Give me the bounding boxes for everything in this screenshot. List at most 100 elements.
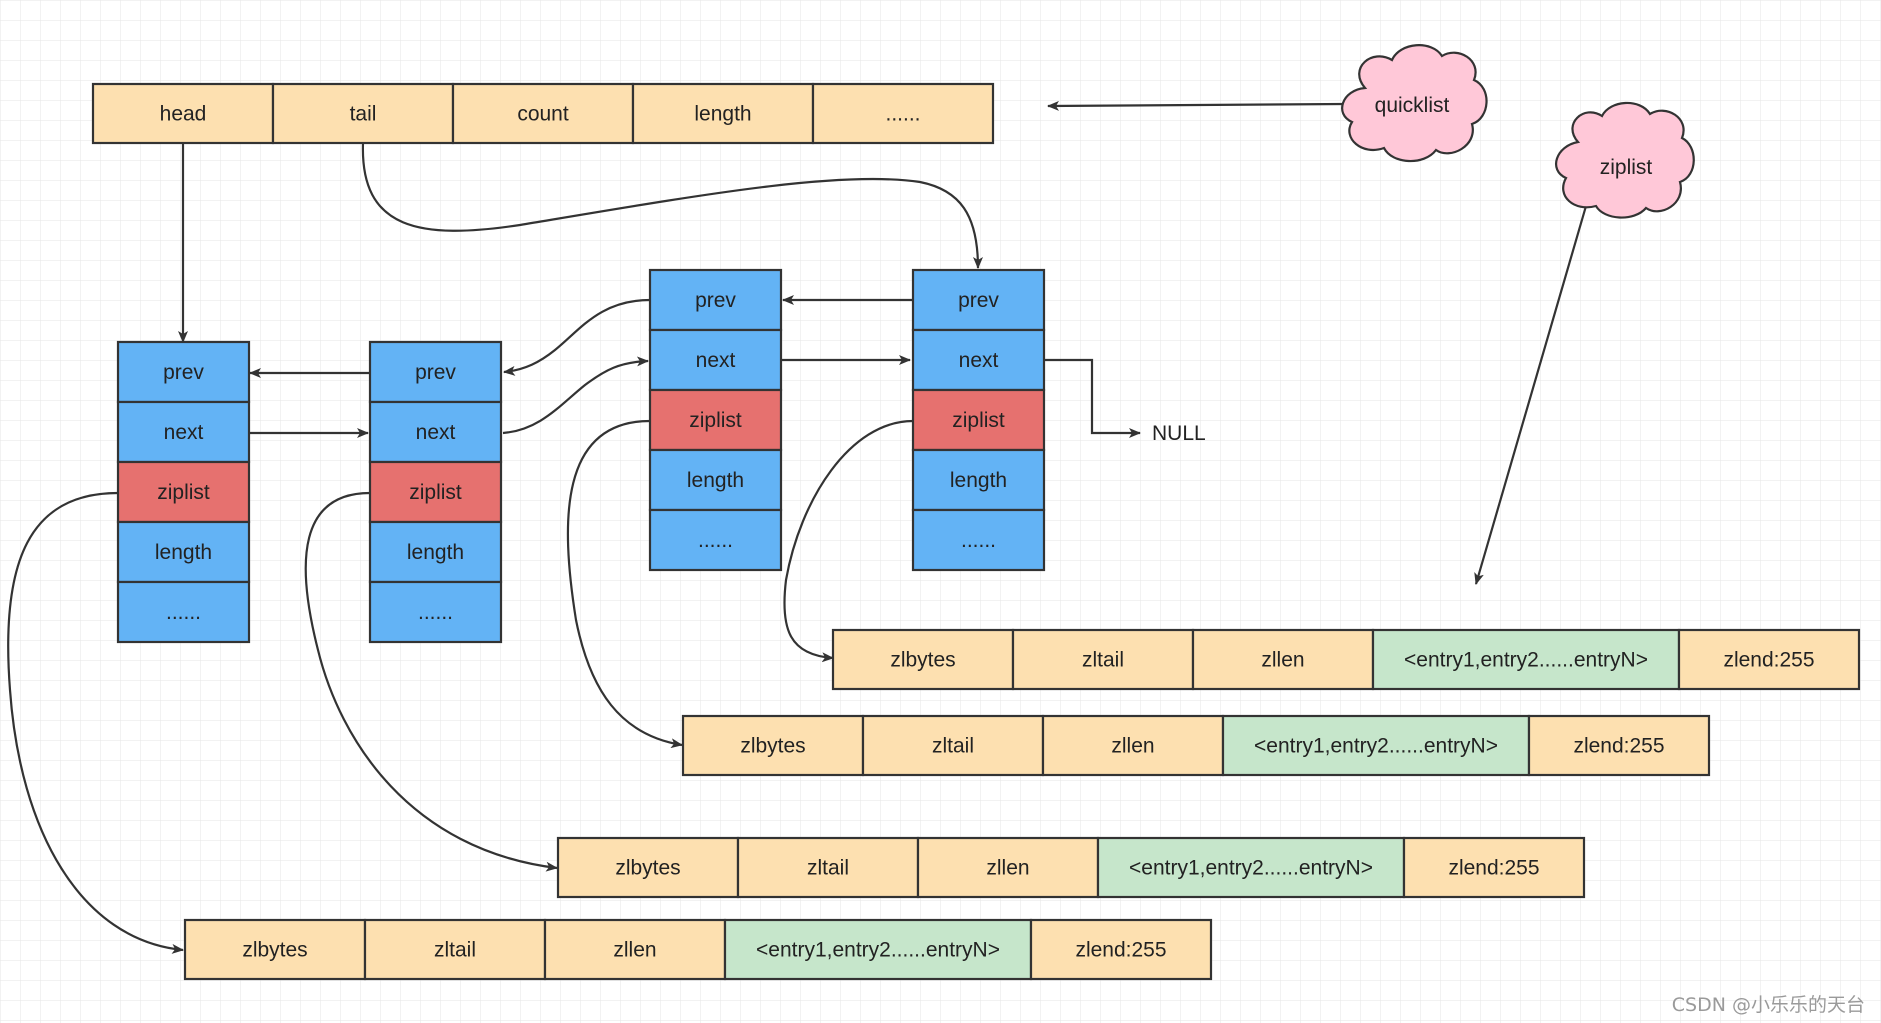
node-4-field-1-box <box>911 328 1046 392</box>
ziplist-bar-2: zlbytes zltail zllen <entry1,entry2......en… <box>681 714 1711 777</box>
ziplist-bar-2-field-1-label: zltail <box>932 735 974 758</box>
node-3-field-3: length <box>648 448 783 512</box>
node-4-field-0-label: prev <box>958 289 999 312</box>
header-field-0-label: head <box>160 103 207 126</box>
ziplist-bar-1-field-3-label: <entry1,entry2......entryN> <box>1404 649 1648 672</box>
ziplist-bar-2-field-4-label: zlend:255 <box>1573 735 1664 758</box>
header-field-3-label: length <box>694 103 751 126</box>
node4-ziplist-arrow <box>783 419 914 663</box>
ziplist-bar-2-field-2: zllen <box>1041 714 1225 777</box>
node2-ziplist-arrow <box>304 491 558 872</box>
ziplist-bar-3-field-2: zllen <box>916 836 1100 899</box>
node-4-field-1: next <box>911 328 1046 392</box>
ziplist-bar-4-field-2-label: zllen <box>613 939 656 962</box>
node4-next-null-arrow <box>1045 358 1141 438</box>
ziplist-bar-4-field-1-box <box>363 918 547 981</box>
connectors <box>7 100 1588 954</box>
ziplist-bar-4-field-2-box <box>543 918 727 981</box>
ziplist-bar-4-field-4-box <box>1029 918 1213 981</box>
ziplist-bar-2-field-3-label: <entry1,entry2......entryN> <box>1254 735 1498 758</box>
node-2-field-4-box <box>368 580 503 644</box>
node-1-field-1: next <box>116 400 251 464</box>
node-3-field-4-label: ...... <box>698 529 733 552</box>
ziplist-bar-4-field-3-label: <entry1,entry2......entryN> <box>756 939 1000 962</box>
ziplist-bar-4-field-4-label: zlend:255 <box>1075 939 1166 962</box>
ziplist-bar-4-field-0-box <box>183 918 367 981</box>
node-4-field-2-label: ziplist <box>952 409 1005 432</box>
quicklist-pointer-arrow <box>1047 100 1346 111</box>
ziplist-bar-1-field-0: zlbytes <box>831 628 1015 691</box>
header-field-1-box <box>271 82 455 145</box>
ziplist-bar-1-field-0-label: zlbytes <box>890 649 955 672</box>
header-field-1: tail <box>271 82 455 145</box>
ziplist-bar-3-field-4: zlend:255 <box>1402 836 1586 899</box>
ziplist-bar-4-field-1-label: zltail <box>434 939 476 962</box>
ziplist-bar-3-field-3-label: <entry1,entry2......entryN> <box>1129 857 1373 880</box>
ziplist-bar-3-field-1: zltail <box>736 836 920 899</box>
node-4-field-0: prev <box>911 268 1046 332</box>
ziplist-bar-4-field-2: zllen <box>543 918 727 981</box>
node3-prev-arrow <box>503 298 651 376</box>
header-field-2-label: count <box>517 103 569 126</box>
node-1-field-2: ziplist <box>116 460 251 524</box>
ziplist-bar-1-field-2-label: zllen <box>1261 649 1304 672</box>
node-2-field-1: next <box>368 400 503 464</box>
ziplist-bar-1: zlbytes zltail zllen <entry1,entry2......en… <box>831 628 1861 691</box>
ziplist-cloud: ziplist <box>1555 101 1695 219</box>
node-1-field-3: length <box>116 520 251 584</box>
node-2: prevnextziplistlength...... <box>368 340 503 644</box>
ziplist-bar-3-field-2-label: zllen <box>986 857 1029 880</box>
node-4-field-2-box <box>911 388 1046 452</box>
ziplist-bar-1-field-4-label: zlend:255 <box>1723 649 1814 672</box>
node3-ziplist-arrow <box>566 419 683 749</box>
node-2-field-2: ziplist <box>368 460 503 524</box>
ziplist-bar-1-field-1-box <box>1011 628 1195 691</box>
node-3-field-2-box <box>648 388 783 452</box>
node-2-field-3: length <box>368 520 503 584</box>
node-4-field-2: ziplist <box>911 388 1046 452</box>
watermark: CSDN @小乐乐的天台 <box>1671 994 1865 1016</box>
node-3-field-0: prev <box>648 268 783 332</box>
node-1-field-0-label: prev <box>163 361 204 384</box>
ziplist-cloud-label: ziplist <box>1600 156 1653 179</box>
node-1-field-4-label: ...... <box>166 601 201 624</box>
node-2-field-0: prev <box>368 340 503 404</box>
ziplist-bar-1-field-3: <entry1,entry2......entryN> <box>1371 628 1681 691</box>
ziplist-bar-1-field-2: zllen <box>1191 628 1375 691</box>
ziplist-bar-3-field-4-box <box>1402 836 1586 899</box>
node-4-field-3-box <box>911 448 1046 512</box>
header-field-4-label: ...... <box>885 103 920 126</box>
node-4-field-1-label: next <box>959 349 999 372</box>
ziplist-bar-2-field-3: <entry1,entry2......entryN> <box>1221 714 1531 777</box>
ziplist-bar-2-field-2-box <box>1041 714 1225 777</box>
node-2-field-2-label: ziplist <box>409 481 462 504</box>
node-1-field-4-box <box>116 580 251 644</box>
node-4-field-4-box <box>911 508 1046 572</box>
header-field-3: length <box>631 82 815 145</box>
node2-next-arrow <box>502 356 649 435</box>
ziplist-bar-3-field-3-box <box>1096 836 1406 899</box>
node-3-field-3-label: length <box>687 469 744 492</box>
ziplist-bar-4-field-0: zlbytes <box>183 918 367 981</box>
ziplist-bar-4: zlbytes zltail zllen <entry1,entry2......en… <box>183 918 1213 981</box>
node1-ziplist-arrow <box>7 491 184 954</box>
tail-pointer-arrow <box>361 142 983 269</box>
quicklist-cloud: quicklist <box>1341 44 1488 163</box>
node-1-field-0: prev <box>116 340 251 404</box>
ziplist-bar-1-field-1-label: zltail <box>1082 649 1124 672</box>
node-4-field-0-box <box>911 268 1046 332</box>
ziplist-bar-2-field-2-label: zllen <box>1111 735 1154 758</box>
header-field-0: head <box>91 82 275 145</box>
node-3-field-4-box <box>648 508 783 572</box>
node-3: prevnextziplistlength...... <box>648 268 783 572</box>
ziplist-bar-1-field-4: zlend:255 <box>1677 628 1861 691</box>
ziplist-bar-4-field-0-label: zlbytes <box>242 939 307 962</box>
ziplist-bar-3-field-0-box <box>556 836 740 899</box>
ziplist-bar-2-field-3-box <box>1221 714 1531 777</box>
header-field-2-box <box>451 82 635 145</box>
ziplist-bar-2-field-0-box <box>681 714 865 777</box>
header-field-2: count <box>451 82 635 145</box>
ziplist-bar-3-field-1-label: zltail <box>807 857 849 880</box>
ziplist-bar-2-field-0-label: zlbytes <box>740 735 805 758</box>
